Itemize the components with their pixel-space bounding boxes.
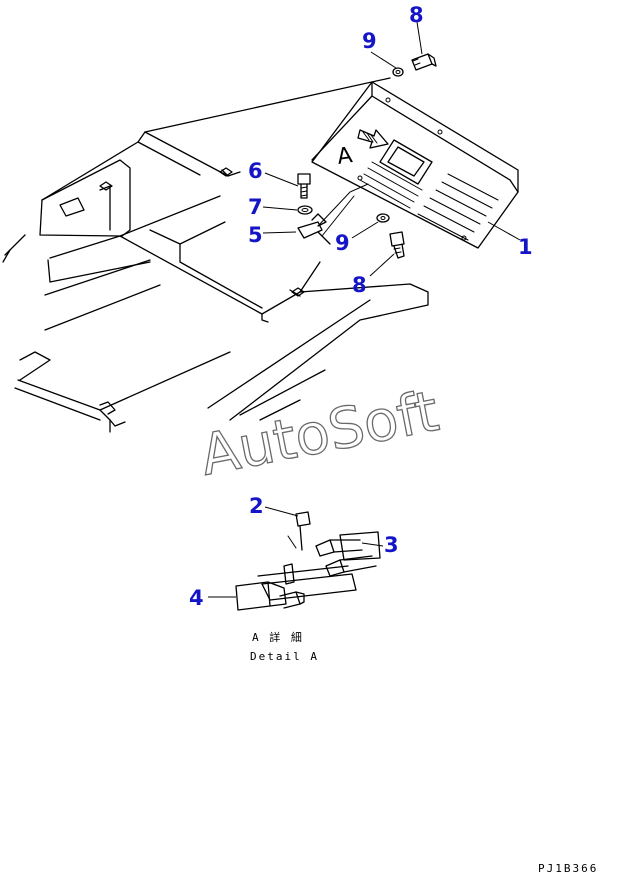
drawing-code: PJ1B366 (538, 862, 598, 875)
callout-8-top[interactable]: 8 (409, 3, 424, 27)
leader-1 (487, 221, 521, 241)
leader-9-mid (351, 221, 379, 239)
machine-frame (2, 77, 429, 433)
leader-3 (361, 542, 384, 547)
leader-8-top (416, 21, 423, 55)
callout-3[interactable]: 3 (384, 533, 399, 557)
leader-8-mid (369, 253, 395, 277)
leader-5 (262, 231, 297, 234)
callout-7[interactable]: 7 (248, 195, 263, 219)
callout-2[interactable]: 2 (249, 494, 264, 518)
callout-4[interactable]: 4 (189, 586, 204, 610)
callout-9-top[interactable]: 9 (362, 29, 377, 53)
bolt-8-top (411, 53, 437, 71)
bolt-6 (297, 173, 311, 199)
callout-9-mid[interactable]: 9 (335, 231, 350, 255)
leader-9-top (370, 51, 397, 69)
washer-9-top (392, 67, 404, 77)
leader-6 (264, 172, 299, 187)
cover-plate (311, 81, 519, 249)
detail-a-drawing (235, 511, 381, 611)
watermark-text: AutoSoft (195, 379, 443, 489)
clamp-5 (297, 213, 331, 245)
bolt-8-mid (389, 231, 405, 259)
callout-8-mid[interactable]: 8 (352, 273, 367, 297)
callout-6[interactable]: 6 (248, 159, 263, 183)
detail-caption-jp: A 詳 細 (252, 630, 304, 644)
leader-7 (262, 206, 298, 211)
leader-2 (264, 506, 299, 517)
washer-9-mid (376, 213, 390, 223)
callout-5[interactable]: 5 (248, 223, 263, 247)
washer-7 (297, 205, 313, 215)
detail-caption-en: Detail A (250, 650, 319, 663)
cable-wire (317, 183, 369, 237)
callout-1[interactable]: 1 (518, 235, 533, 259)
view-marker-a: A (336, 143, 354, 170)
